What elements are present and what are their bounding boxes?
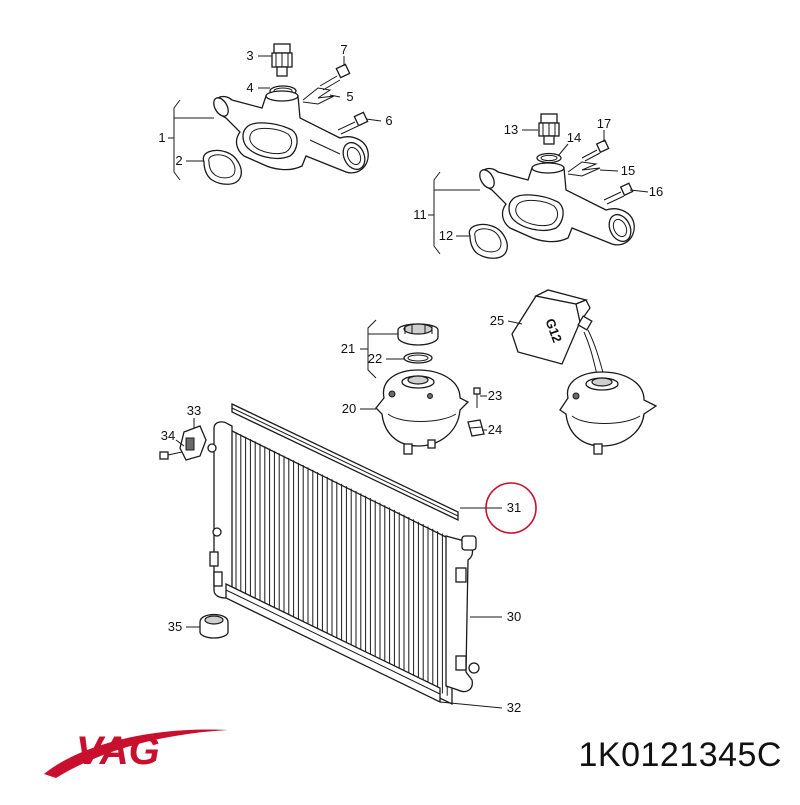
callout-labels: 1234567111213141516172021222324253031323…: [158, 42, 663, 715]
coolant-bottle-25: G12: [511, 289, 593, 365]
callout-31: 31: [507, 500, 521, 515]
coolant-flange-assembly-11: [428, 113, 649, 259]
screw-23: [473, 387, 481, 408]
coolant-flange-11: [479, 162, 635, 246]
callout-1: 1: [158, 130, 165, 145]
callout-4: 4: [246, 80, 253, 95]
callout-35: 35: [168, 619, 182, 634]
callout-3: 3: [246, 48, 253, 63]
callout-2: 2: [175, 153, 182, 168]
radiator-assembly: [159, 402, 503, 709]
logo-swoosh: [44, 729, 228, 778]
callout-33: 33: [187, 403, 201, 418]
clip-5: [302, 87, 335, 105]
coolant-refill-assembly: G12: [507, 289, 658, 455]
upper-seal-31: [231, 402, 459, 522]
callout-23: 23: [488, 388, 502, 403]
callout-17: 17: [597, 116, 611, 131]
callout-32: 32: [507, 700, 521, 715]
temperature-sensor-3: [271, 43, 293, 77]
coolant-flange-assembly-1: [168, 43, 382, 185]
callout-13: 13: [504, 122, 518, 137]
bolt-7: [319, 63, 351, 91]
callout-20: 20: [342, 401, 356, 416]
callout-30: 30: [507, 609, 521, 624]
radiator-core: [209, 421, 480, 706]
part-number: 1K0121345C: [578, 736, 782, 774]
callout-25: 25: [490, 313, 504, 328]
vag-logo: VAG: [44, 729, 228, 778]
expansion-tank-refill: [559, 371, 658, 455]
callout-14: 14: [567, 130, 581, 145]
bolt-16: [603, 182, 634, 205]
brand-name: VAG: [76, 729, 160, 773]
bolt-6: [337, 111, 369, 135]
callout-24: 24: [488, 422, 502, 437]
radiator-fins: [235, 432, 448, 696]
callout-5: 5: [346, 89, 353, 104]
callout-11: 11: [413, 207, 427, 222]
callout-12: 12: [439, 228, 453, 243]
clip-15: [567, 161, 601, 177]
expansion-tank-assembly: [360, 319, 487, 455]
bolt-17: [581, 139, 610, 162]
callout-16: 16: [649, 184, 663, 199]
bracket-33: [179, 425, 217, 461]
highlight-circle: [485, 482, 537, 534]
callout-34: 34: [161, 428, 175, 443]
expansion-tank-20: [375, 369, 470, 455]
callout-7: 7: [340, 42, 347, 57]
screw-34: [159, 451, 183, 460]
rubber-mount-35: [199, 613, 229, 639]
temperature-sensor-13: [538, 113, 560, 145]
callout-15: 15: [621, 163, 635, 178]
callout-22: 22: [368, 351, 382, 366]
clip-nut-24: [467, 419, 485, 437]
coolant-flange-1: [213, 90, 369, 174]
callout-21: 21: [341, 341, 355, 356]
callout-6: 6: [385, 113, 392, 128]
tank-cap-21: [397, 323, 439, 346]
